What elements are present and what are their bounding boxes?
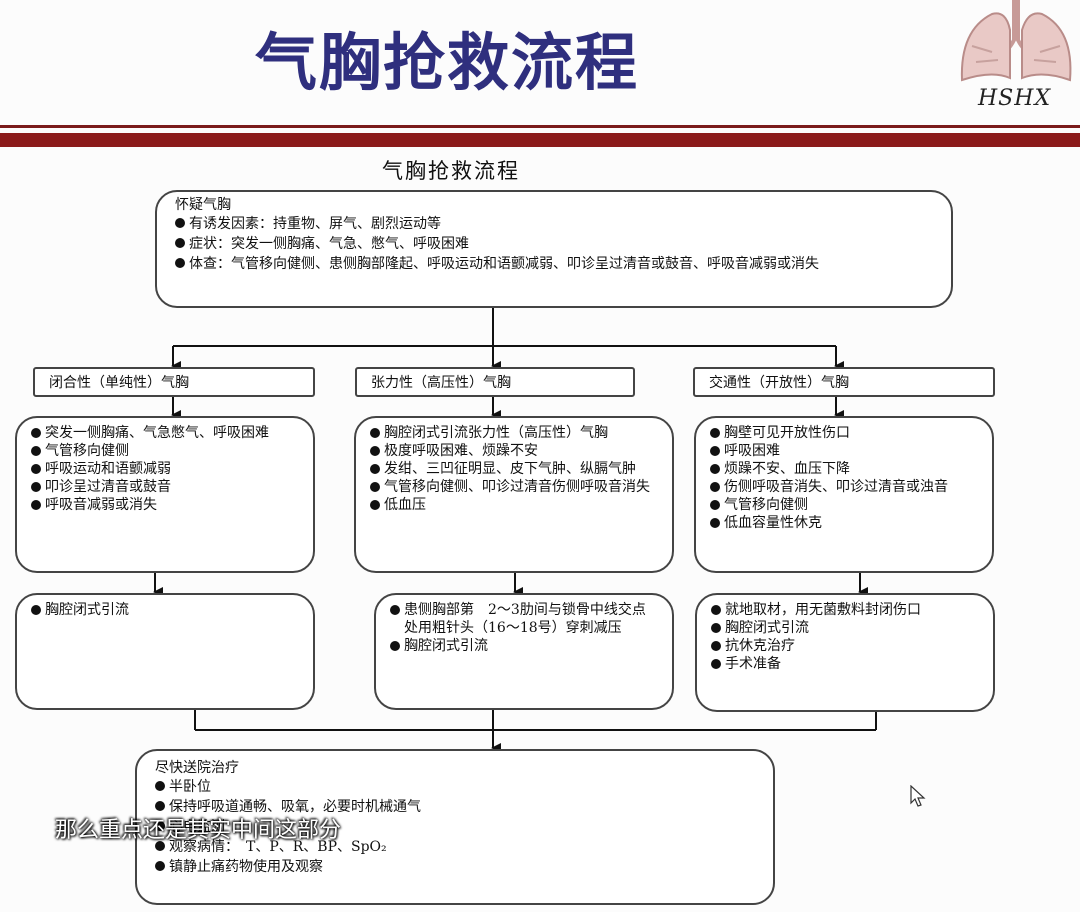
header-divider-thick — [0, 133, 1080, 147]
final-item: 镇静止痛药物使用及观察 — [155, 857, 755, 877]
closed-sign-item: 呼吸运动和语颤减弱 — [31, 460, 299, 478]
closed-treatment-box: 胸腔闭式引流 — [15, 593, 315, 710]
suspect-item: 症状：突发一侧胸痛、气急、憋气、呼吸困难 — [175, 234, 933, 254]
closed-sign-item: 叩诊呈过清音或鼓音 — [31, 478, 299, 496]
open-sign-item: 烦躁不安、血压下降 — [710, 460, 978, 478]
closed-signs-box: 突发一侧胸痛、气急憋气、呼吸困难 气管移向健侧 呼吸运动和语颤减弱 叩诊呈过清音… — [15, 416, 315, 573]
tension-treatment-item: 胸腔闭式引流 — [390, 637, 658, 655]
closed-treatment-item: 胸腔闭式引流 — [31, 601, 299, 619]
hospital-transfer-box: 尽快送院治疗 半卧位 保持呼吸道通畅、吸氧，必要时机械通气 心电监测 观察病情：… — [135, 749, 775, 905]
tension-sign-item: 发绀、三凹征明显、皮下气肿、纵膈气肿 — [370, 460, 658, 478]
tension-signs-box: 胸腔闭式引流张力性（高压性）气胸 极度呼吸困难、烦躁不安 发绀、三凹征明显、皮下… — [354, 416, 674, 573]
open-treatment-item: 抗休克治疗 — [711, 637, 979, 655]
tension-pneumothorax-label: 张力性（高压性）气胸 — [355, 367, 635, 397]
open-sign-item: 伤侧呼吸音消失、叩诊过清音或浊音 — [710, 478, 978, 496]
tension-sign-item: 胸腔闭式引流张力性（高压性）气胸 — [370, 424, 658, 442]
mouse-cursor-icon — [910, 785, 926, 807]
open-signs-box: 胸壁可见开放性伤口 呼吸困难 烦躁不安、血压下降 伤侧呼吸音消失、叩诊过清音或浊… — [694, 416, 994, 573]
final-item: 半卧位 — [155, 777, 755, 797]
suspect-pneumothorax-box: 怀疑气胸 有诱发因素：持重物、屏气、剧烈运动等 症状：突发一侧胸痛、气急、憋气、… — [155, 190, 953, 308]
lung-logo-icon — [960, 0, 1072, 82]
open-treatment-item: 就地取材，用无菌敷料封闭伤口 — [711, 601, 979, 619]
closed-sign-item: 突发一侧胸痛、气急憋气、呼吸困难 — [31, 424, 299, 442]
open-treatment-item: 胸腔闭式引流 — [711, 619, 979, 637]
suspect-heading: 怀疑气胸 — [175, 197, 231, 213]
closed-sign-item: 气管移向健侧 — [31, 442, 299, 460]
open-sign-item: 气管移向健侧 — [710, 496, 978, 514]
closed-sign-item: 呼吸音减弱或消失 — [31, 496, 299, 514]
final-item: 保持呼吸道通畅、吸氧，必要时机械通气 — [155, 797, 755, 817]
final-heading: 尽快送院治疗 — [155, 760, 239, 776]
suspect-list: 有诱发因素：持重物、屏气、剧烈运动等 症状：突发一侧胸痛、气急、憋气、呼吸困难 … — [175, 214, 933, 274]
suspect-item: 有诱发因素：持重物、屏气、剧烈运动等 — [175, 214, 933, 234]
logo-text: HSHX — [978, 86, 1052, 111]
final-item: 观察病情： T、P、R、BP、SpO₂ — [155, 837, 755, 857]
open-sign-item: 低血容量性休克 — [710, 514, 978, 532]
video-subtitle: 那么重点还是其实中间这部分 — [55, 818, 342, 843]
final-item: 心电监测 — [155, 817, 755, 837]
tension-sign-item: 极度呼吸困难、烦躁不安 — [370, 442, 658, 460]
open-treatment-box: 就地取材，用无菌敷料封闭伤口 胸腔闭式引流 抗休克治疗 手术准备 — [695, 593, 995, 712]
tension-sign-item: 气管移向健侧、叩诊过清音伤侧呼吸音消失 — [370, 478, 658, 496]
tension-treatment-item: 患侧胸部第 2～3肋间与锁骨中线交点处用粗针头（16～18号）穿刺减压 — [390, 601, 658, 637]
diagram-title: 气胸抢救流程 — [382, 159, 520, 183]
suspect-item: 体查：气管移向健侧、患侧胸部隆起、呼吸运动和语颤减弱、叩诊呈过清音或鼓音、呼吸音… — [175, 254, 933, 274]
tension-treatment-box: 患侧胸部第 2～3肋间与锁骨中线交点处用粗针头（16～18号）穿刺减压 胸腔闭式… — [374, 593, 674, 710]
open-sign-item: 呼吸困难 — [710, 442, 978, 460]
open-pneumothorax-label: 交通性（开放性）气胸 — [693, 367, 995, 397]
header-divider-thin — [0, 125, 1080, 128]
slide-title: 气胸抢救流程 — [255, 26, 640, 99]
open-sign-item: 胸壁可见开放性伤口 — [710, 424, 978, 442]
tension-sign-item: 低血压 — [370, 496, 658, 514]
closed-pneumothorax-label: 闭合性（单纯性）气胸 — [33, 367, 315, 397]
open-treatment-item: 手术准备 — [711, 655, 979, 673]
